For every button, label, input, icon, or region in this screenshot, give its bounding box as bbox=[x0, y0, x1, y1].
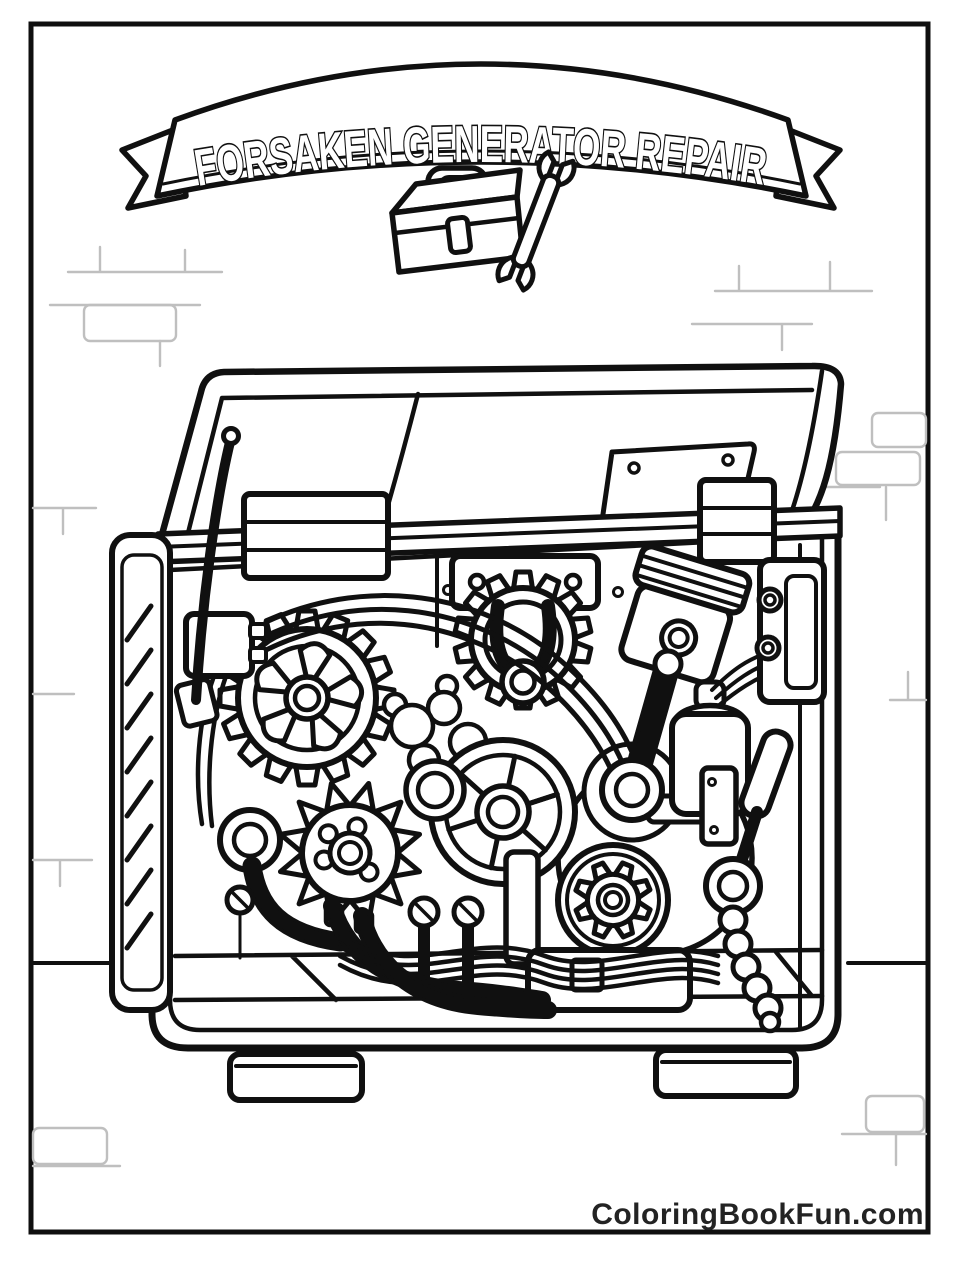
gear-spiky bbox=[262, 765, 438, 941]
right-component-panel bbox=[754, 557, 827, 705]
generator-feet bbox=[227, 1047, 799, 1103]
watermark-text: ColoringBookFun.com bbox=[591, 1198, 924, 1231]
wrench-icon bbox=[495, 149, 577, 293]
fan-wheel bbox=[428, 737, 578, 887]
crank-bearing bbox=[599, 757, 665, 823]
gear-large bbox=[220, 611, 394, 785]
gear-small-housed bbox=[503, 842, 693, 1013]
ribbon-banner: FORSAKEN GENERATOR REPAIR bbox=[119, 61, 843, 211]
hinge-bracket-right bbox=[697, 477, 777, 565]
control-lever bbox=[703, 728, 794, 916]
toolbox-icon bbox=[389, 165, 526, 275]
side-plate bbox=[699, 765, 739, 847]
vent-panel bbox=[109, 532, 173, 1013]
brick-wall bbox=[31, 245, 928, 1168]
page-border bbox=[28, 21, 931, 1235]
ring-bolt-center bbox=[403, 758, 467, 822]
toolbox-latch bbox=[445, 214, 473, 256]
ribbon-band bbox=[154, 61, 809, 199]
corrugated-hose bbox=[717, 904, 784, 1034]
screw-small bbox=[224, 884, 256, 960]
hinge-bracket-left bbox=[241, 491, 391, 581]
lever-pivot bbox=[703, 856, 763, 916]
cable-bundle bbox=[195, 593, 635, 829]
antenna bbox=[173, 426, 241, 729]
